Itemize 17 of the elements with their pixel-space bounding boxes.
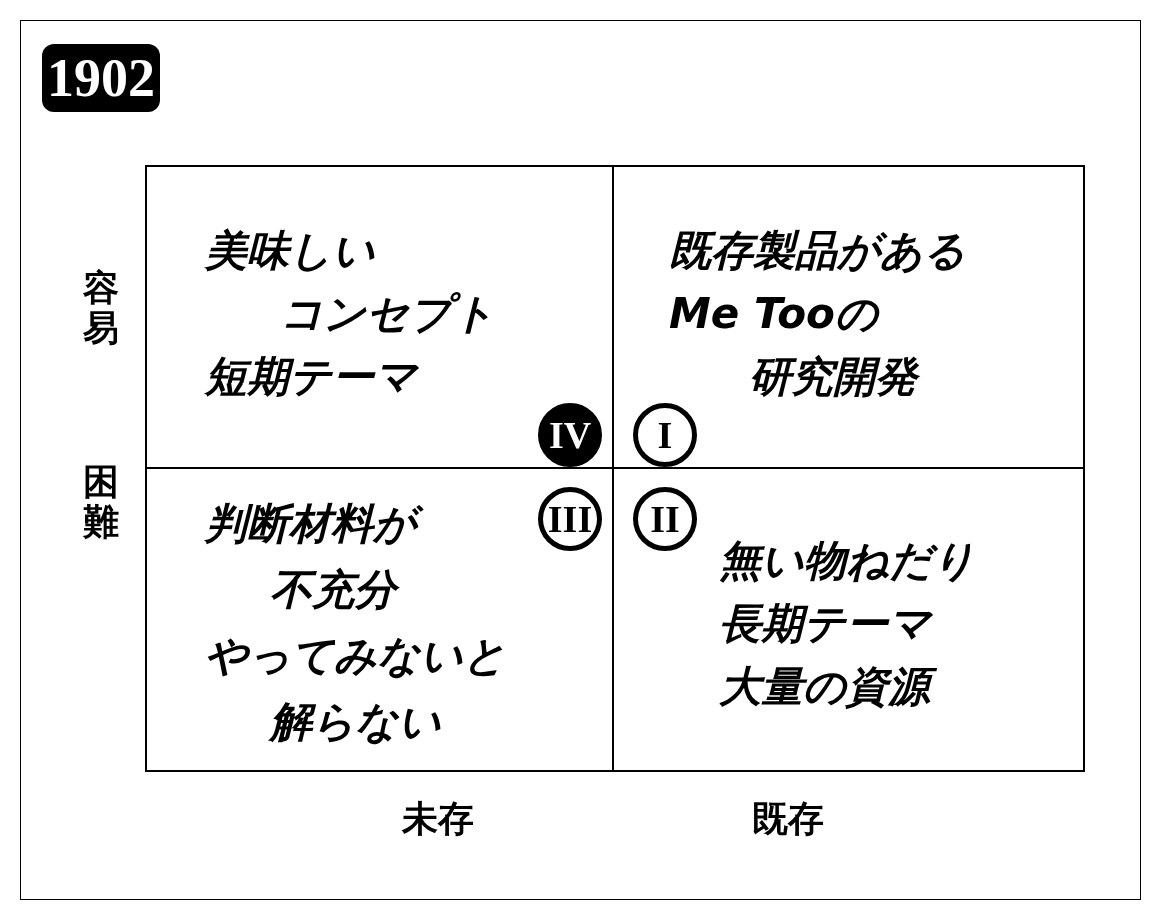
numeral-circle: I: [633, 403, 697, 467]
quadrant-box: [145, 165, 615, 470]
quadrant-text: 美味しいコンセプト短期テーマ: [205, 225, 495, 403]
quadrant-box: [612, 165, 1085, 470]
axis-label: 未存: [402, 797, 474, 841]
quadrant-text: 無い物ねだり長期テーマ大量の資源: [719, 535, 975, 713]
title-badge: 1902: [42, 44, 160, 112]
quadrant-box: [612, 467, 1085, 772]
axis-label: 既存: [752, 797, 824, 841]
filled-numeral-circle: IV: [538, 403, 602, 467]
quadrant-box: [145, 467, 615, 772]
quadrant-text: 判断材料が不充分やってみないと解らない: [205, 498, 506, 748]
axis-label: 困難: [83, 462, 119, 542]
quadrant-text: 既存製品があるMe Tooの研究開発: [669, 225, 966, 403]
axis-label: 容易: [83, 268, 119, 348]
numeral-circle: II: [633, 487, 697, 551]
numeral-circle: III: [538, 487, 602, 551]
